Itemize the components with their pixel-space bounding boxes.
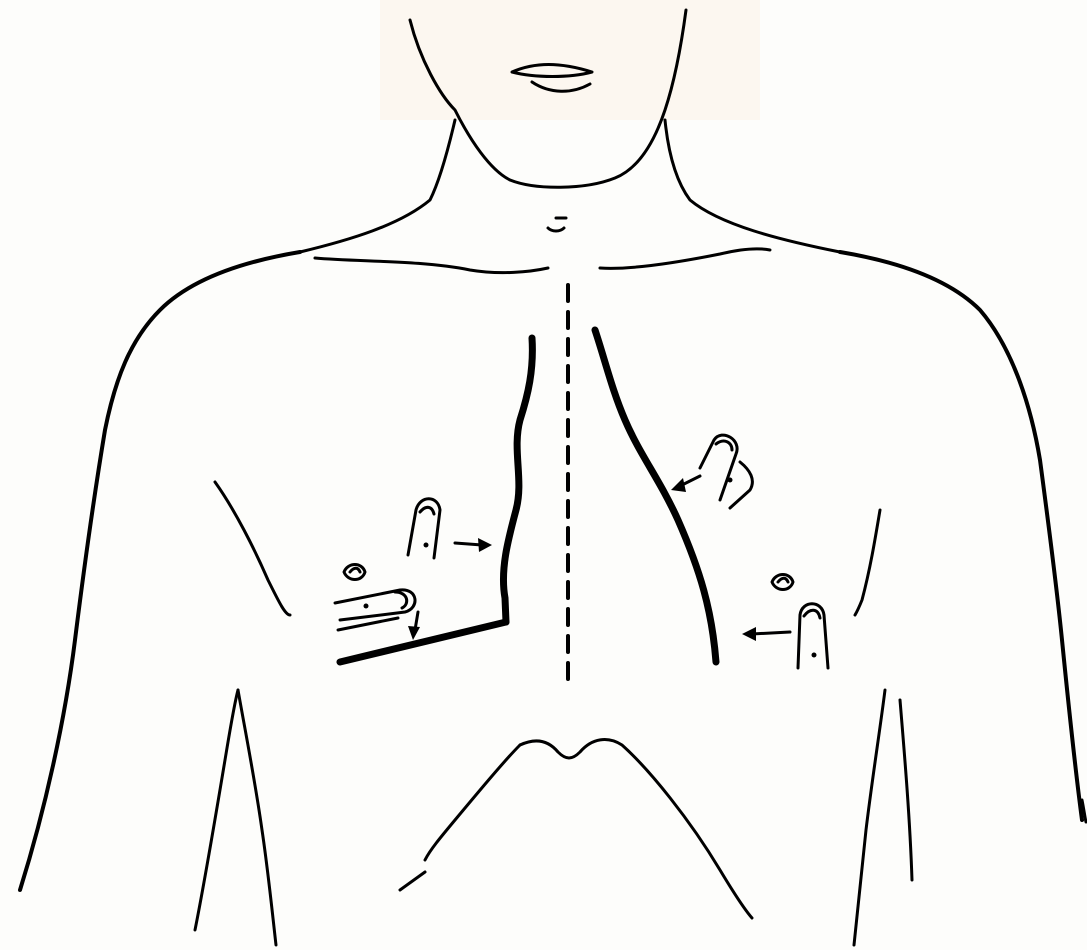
right-inner-arm <box>854 690 885 945</box>
left-cardiac-border <box>595 330 716 662</box>
rotation-symbol-icon <box>344 565 365 580</box>
finger-dot <box>364 604 369 609</box>
right-axilla-line <box>855 510 880 615</box>
costal-margin <box>400 740 752 918</box>
finger-icon-left-lower <box>742 575 828 669</box>
clavicles <box>315 249 770 273</box>
arrow-head <box>671 478 686 492</box>
right-cardiac-border <box>503 338 532 622</box>
lower-cardiac-border <box>340 622 506 662</box>
rotation-symbol-icon <box>772 575 793 590</box>
arrow-head <box>478 538 492 552</box>
finger-dot <box>424 543 429 548</box>
finger-icon-left-upper <box>671 435 752 508</box>
neck-right <box>665 120 840 252</box>
arrow-head <box>742 627 756 641</box>
finger-nail <box>420 507 434 514</box>
costal-arch-left <box>425 745 520 860</box>
costal-arch-left-tail <box>400 872 425 890</box>
neck-left <box>300 120 455 252</box>
left-arm-edge <box>195 690 238 930</box>
clavicle-right-patient <box>315 258 548 273</box>
right-arm-edge <box>900 700 912 880</box>
costal-arch-right <box>520 740 752 918</box>
jugular-notch <box>548 228 564 231</box>
rotation-symbol-inner <box>778 578 788 582</box>
rotation-symbol-inner <box>350 568 360 572</box>
torso-outline <box>20 252 1086 945</box>
finger-outline <box>798 604 828 668</box>
paper-tint <box>380 0 760 120</box>
arrow-head <box>408 626 420 640</box>
finger-dot <box>812 653 817 658</box>
finger-nail <box>716 441 732 450</box>
left-inner-arm <box>238 690 276 945</box>
arrow-shaft <box>455 543 482 545</box>
finger-nail <box>804 610 820 618</box>
finger-icon-lower-border <box>335 565 420 641</box>
finger-icon-right-border <box>408 499 492 558</box>
finger-side <box>730 462 752 508</box>
finger-dot <box>728 478 733 483</box>
finger-nail <box>395 592 407 608</box>
left-axilla-line <box>215 482 290 615</box>
arrow-shaft <box>752 632 790 634</box>
clavicle-left-patient <box>600 249 770 269</box>
